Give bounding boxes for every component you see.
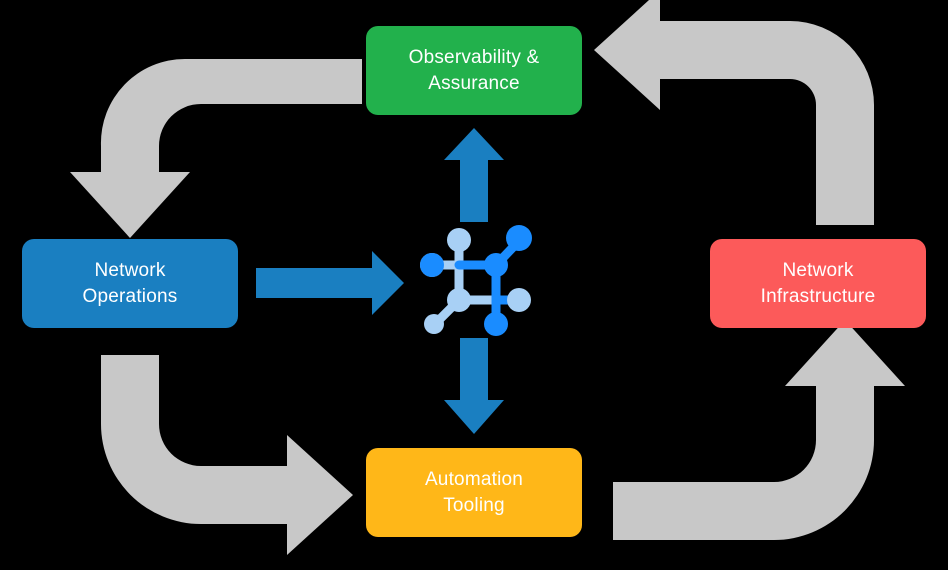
arrow-operations-to-automation [101,355,353,555]
arrow-operations-to-hub [256,251,404,315]
arrow-infrastructure-to-observability [594,0,874,225]
node-box-observability[interactable]: Observability & Assurance [366,26,582,115]
topology-nodes-bright [420,225,532,336]
arrow-observability-to-operations [70,58,362,239]
arrow-hub-to-automation [444,338,504,434]
node-box-operations[interactable]: Network Operations [22,239,238,328]
arrow-hub-to-observability [444,128,504,222]
node-box-automation[interactable]: Automation Tooling [366,448,582,537]
arrow-automation-to-infrastructure [613,320,905,540]
topology-edges-bright [454,236,524,327]
node-box-infrastructure[interactable]: Network Infrastructure [710,239,926,328]
